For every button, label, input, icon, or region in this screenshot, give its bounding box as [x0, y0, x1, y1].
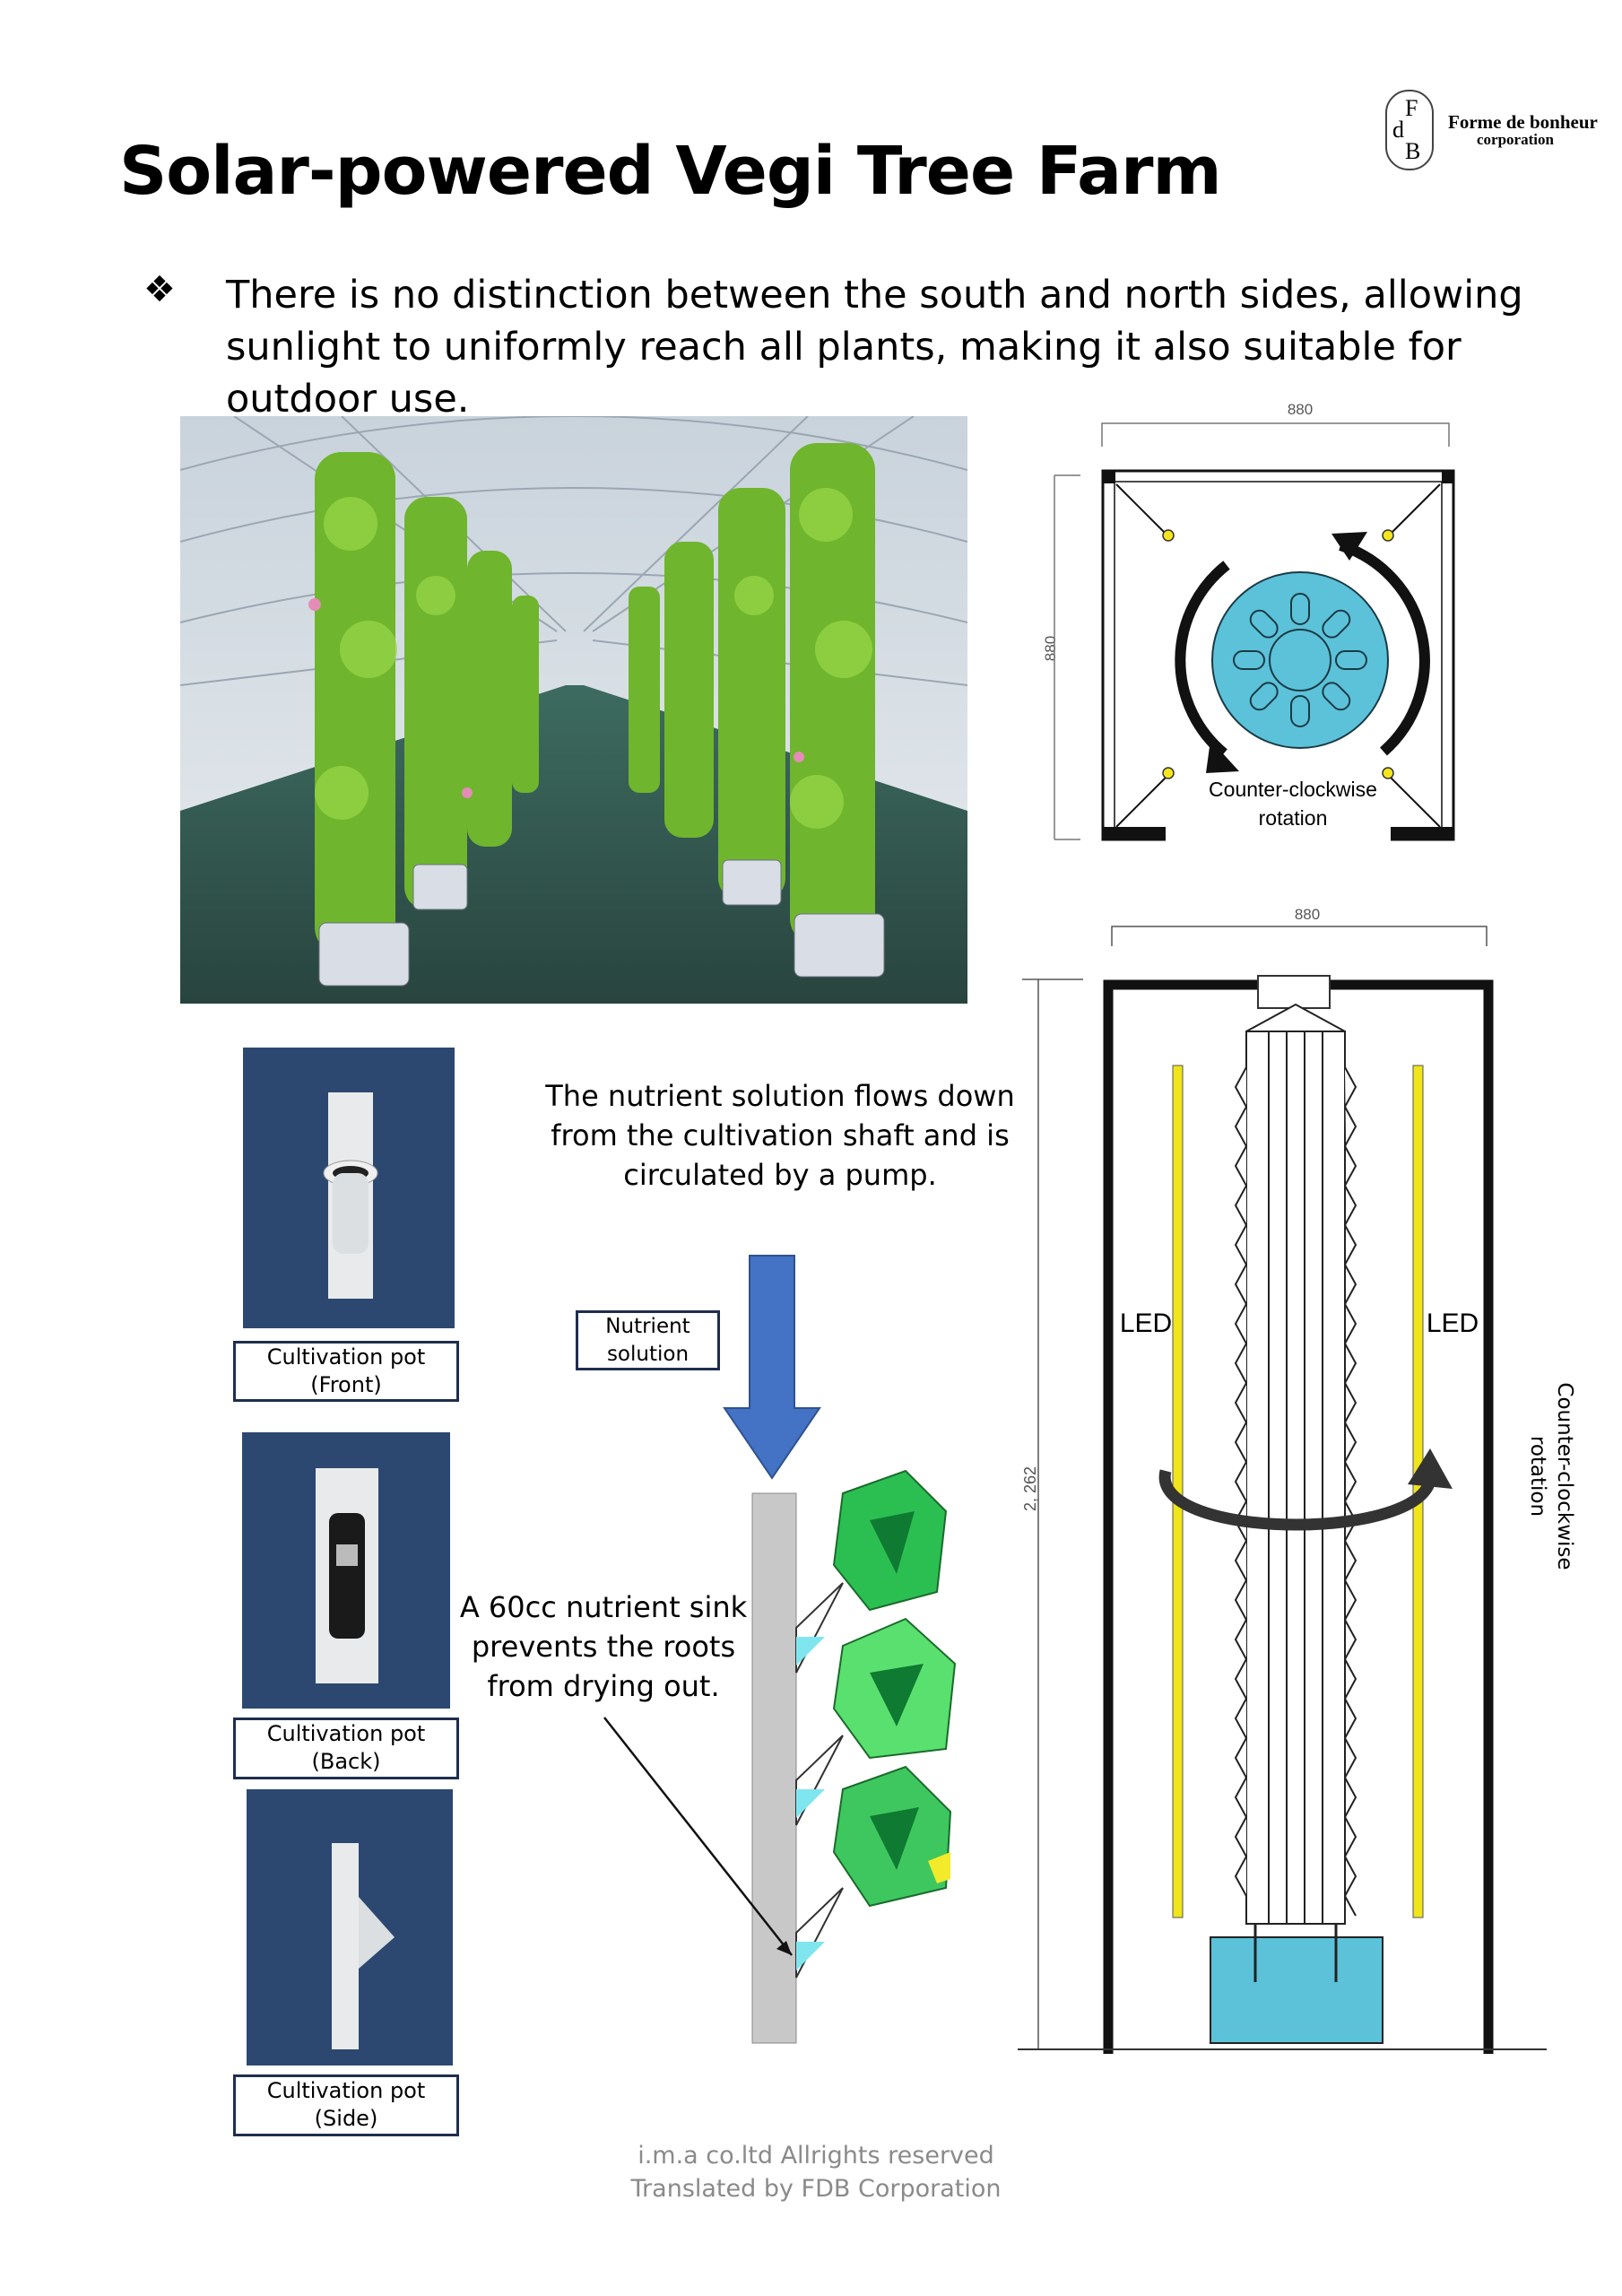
caption-line: (Side): [314, 2106, 378, 2131]
nutrient-solution-label: Nutrient solution: [576, 1310, 720, 1370]
width-dimension: 880: [1288, 401, 1313, 418]
caption-line: Nutrient: [605, 1315, 690, 1338]
width-dimension: 880: [1295, 906, 1320, 923]
text-line: from drying out.: [487, 1669, 720, 1703]
greenhouse-photo: [180, 416, 967, 1004]
nutrient-sink-text: A 60cc nutrient sink prevents the roots …: [448, 1587, 759, 1706]
logo-name: Forme de bonheur: [1448, 111, 1598, 133]
text-line: rotation: [1526, 1435, 1549, 1518]
rotation-label: rotation: [1259, 806, 1328, 830]
led-label-left: LED: [1120, 1309, 1172, 1338]
rotation-arrow-icon: [1158, 1448, 1453, 1531]
text-line: A 60cc nutrient sink: [459, 1590, 748, 1624]
nutrient-flow-text: The nutrient solution flows down from th…: [520, 1076, 1040, 1195]
rotation-label: Counter-clockwise: [1209, 778, 1377, 801]
lettuce-icon: [832, 1469, 957, 1908]
caption-line: Cultivation pot: [266, 1344, 426, 1370]
diamond-bullet-icon: ❖: [143, 270, 176, 309]
height-dimension: 880: [1042, 636, 1059, 661]
top-view-diagram: 880 880 Counter-clockwise rotation: [1042, 401, 1455, 843]
caption-line: Cultivation pot: [266, 1721, 426, 1746]
tower-side-diagram: 880 2, 262 LED LED: [1018, 906, 1547, 2054]
pot-front-caption: Cultivation pot(Front): [233, 1341, 459, 1402]
logo-subtitle: corporation: [1477, 131, 1554, 148]
pot-front-photo: [243, 1048, 455, 1328]
translation-credit: Translated by FDB Corporation: [630, 2175, 1002, 2203]
tower-rotation-label: Counter-clockwise rotation: [1524, 1382, 1578, 1570]
text-line: The nutrient solution flows down: [545, 1079, 1015, 1113]
nutrient-sink-cross-section: [603, 1255, 957, 2044]
led-label-right: LED: [1427, 1309, 1479, 1338]
text-line: prevents the roots: [471, 1630, 736, 1664]
caption-line: (Front): [310, 1372, 382, 1397]
pot-side-caption: Cultivation pot (Side): [233, 2074, 459, 2136]
text-line: from the cultivation shaft and is: [551, 1118, 1010, 1152]
led-light-icons: [1162, 529, 1394, 779]
pot-back-photo: [242, 1432, 450, 1709]
copyright-text: i.m.a co.ltd Allrights reserved: [638, 2142, 994, 2170]
height-dimension: 2, 262: [1021, 1466, 1039, 1511]
pot-side-photo: [247, 1789, 453, 2066]
bullet-text: There is no distinction between the sout…: [226, 273, 1523, 422]
caption-line: solution: [606, 1343, 690, 1366]
flow-down-arrow-icon: [723, 1255, 821, 1480]
text-line: Counter-clockwise: [1553, 1382, 1576, 1570]
caption-line: Cultivation pot: [266, 2078, 426, 2103]
pot-back-caption: Cultivation pot (Back): [233, 1718, 459, 1779]
rotation-arrow-icon: [1175, 540, 1430, 758]
page-title: Solar-powered Vegi Tree Farm: [119, 133, 1222, 210]
caption-line: (Back): [311, 1749, 381, 1774]
footer: i.m.a co.ltd Allrights reserved Translat…: [538, 2139, 1094, 2205]
text-line: circulated by a pump.: [623, 1158, 937, 1192]
nutrient-tank: [1210, 1936, 1383, 2044]
